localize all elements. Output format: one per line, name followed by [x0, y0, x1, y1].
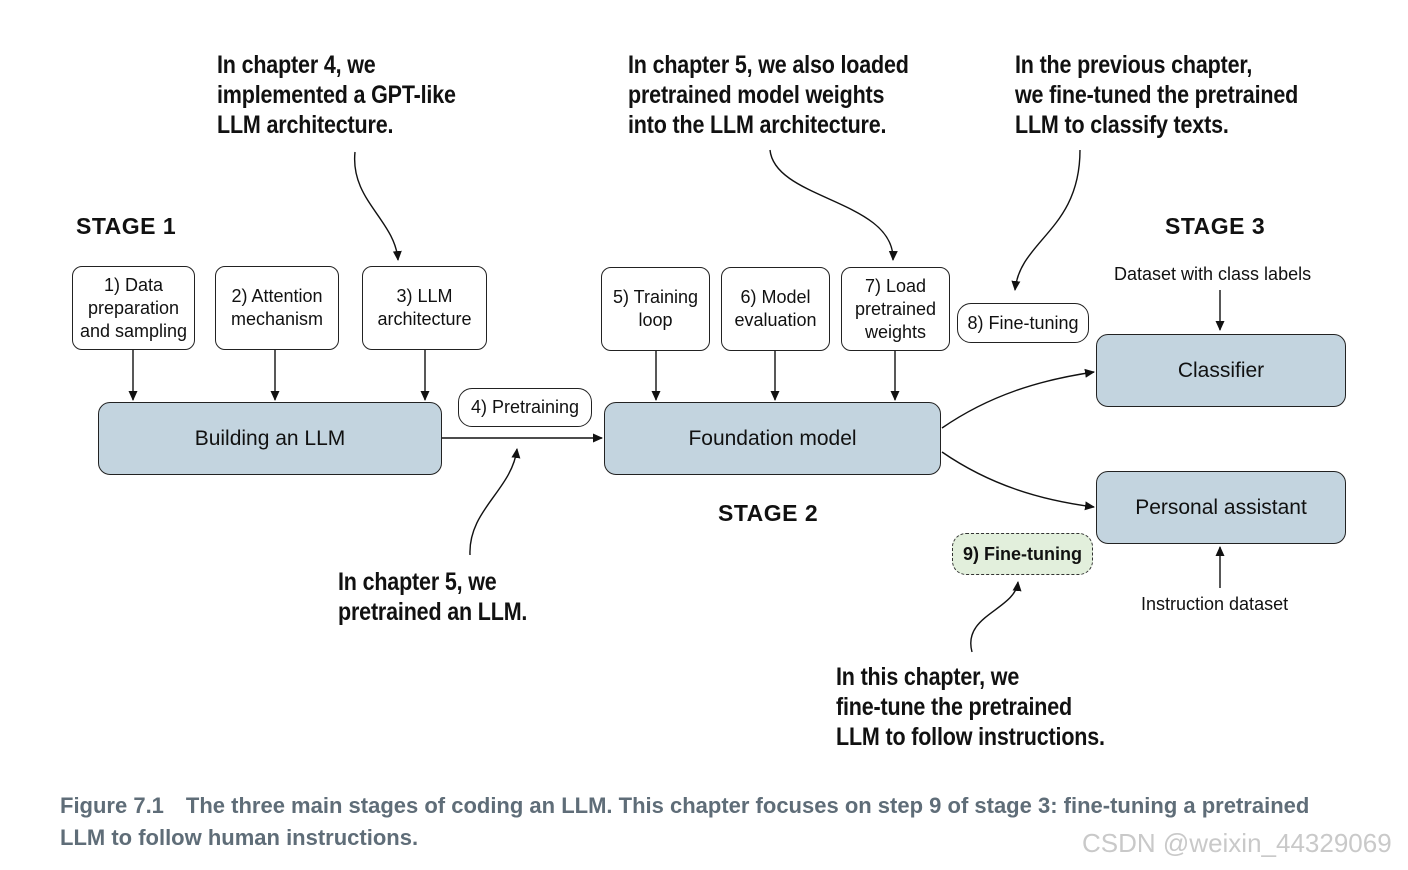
stage3-label: STAGE 3	[1165, 213, 1266, 239]
pointer-chapter4	[354, 151, 402, 261]
label-dataset-class-labels: Dataset with class labels	[1114, 264, 1312, 284]
step-llm-architecture: 3) LLM architecture	[362, 266, 487, 350]
node-personal-assistant: Personal assistant	[1096, 471, 1346, 544]
label-instruction-dataset: Instruction dataset	[1141, 594, 1289, 614]
step-attention-mechanism: 2) Attention mechanism	[215, 266, 339, 350]
note-previous-chapter: In the previous chapter, we fine-tuned t…	[1015, 51, 1299, 139]
pointer-this-chapter	[970, 581, 1022, 653]
node-building-an-llm: Building an LLM	[98, 402, 442, 475]
step-load-pretrained-weights: 7) Load pretrained weights	[841, 267, 950, 351]
note-this-chapter: In this chapter, we fine-tune the pretra…	[836, 663, 1105, 751]
figure-caption-text: The three main stages of coding an LLM. …	[60, 793, 1310, 850]
node-classifier: Classifier	[1096, 334, 1346, 407]
step-fine-tuning-classification: 8) Fine-tuning	[957, 303, 1089, 343]
pointer-previous-chapter	[1011, 149, 1081, 291]
node-foundation-model: Foundation model	[604, 402, 941, 475]
step-model-evaluation: 6) Model evaluation	[721, 267, 830, 351]
stage2-label: STAGE 2	[718, 500, 819, 526]
pointer-chapter5-pretrained	[469, 448, 521, 556]
note-chapter5-loaded: In chapter 5, we also loaded pretrained …	[628, 51, 909, 139]
figure-number: Figure 7.1	[60, 793, 164, 818]
stage1-label: STAGE 1	[76, 213, 177, 239]
arrow-foundation-to-assistant	[941, 451, 1095, 511]
step-training-loop: 5) Training loop	[601, 267, 710, 351]
note-chapter4: In chapter 4, we implemented a GPT-like …	[217, 51, 456, 139]
step-fine-tuning-instruction: 9) Fine-tuning	[952, 533, 1093, 575]
step-pretraining: 4) Pretraining	[458, 388, 592, 427]
step-data-preparation: 1) Data preparation and sampling	[72, 266, 195, 350]
watermark: CSDN @weixin_44329069	[1082, 828, 1392, 858]
note-chapter5-pretrained: In chapter 5, we pretrained an LLM.	[338, 568, 528, 626]
arrow-foundation-to-classifier	[941, 368, 1095, 429]
pointer-chapter5-loaded	[769, 149, 898, 261]
